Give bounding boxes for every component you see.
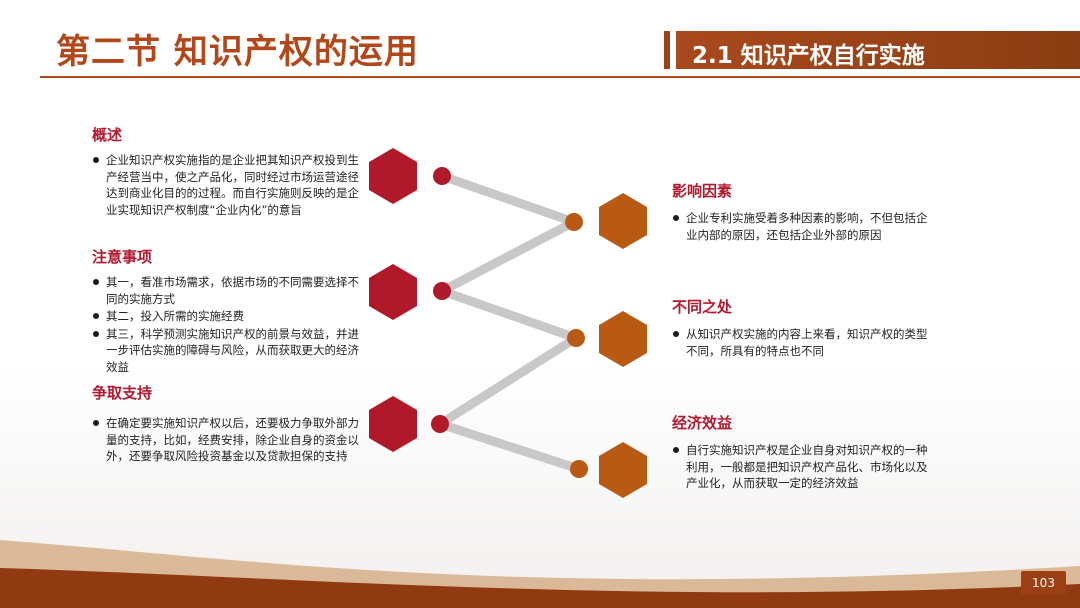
section-title: 2.1 知识产权自行实施 [692, 43, 925, 69]
overview-heading: 概述 [92, 126, 123, 144]
connector-line [437, 171, 579, 227]
benefits-block: 经济效益 自行实施知识产权是企业自身对知识产权的一种利用，一般都是把知识产权产品… [672, 412, 934, 493]
node-dot-right [565, 213, 583, 231]
overview-block: 概述 企业知识产权实施指的是企业把其知识产权投到生产经营当中，使之产品化，同时经… [92, 124, 362, 219]
differences-item: 从知识产权实施的内容上来看，知识产权的类型不同，所具有的特点也不同 [672, 326, 934, 359]
factors-heading: 影响因素 [672, 182, 733, 200]
hexagon-overview [369, 148, 417, 204]
differences-heading: 不同之处 [672, 298, 733, 316]
factors-block: 影响因素 企业专利实施受着多种因素的影响，不但包括企业内部的原因，还包括企业外部… [672, 180, 934, 244]
hexagon-benefits [599, 442, 647, 498]
benefits-heading: 经济效益 [672, 414, 733, 432]
node-dot-left [433, 282, 451, 300]
bottom-swoosh-dark [0, 568, 1080, 608]
factors-item: 企业专利实施受着多种因素的影响，不但包括企业内部的原因，还包括企业外部的原因 [672, 210, 934, 243]
support-block: 争取支持 在确定要实施知识产权以后，还要极力争取外部力量的支持，比如，经费安排，… [92, 382, 362, 466]
connector-line [435, 419, 584, 474]
precautions-item-1: 其一，看准市场需求，依据市场的不同需要选择不同的实施方式 [92, 274, 362, 307]
hexagon-differences [599, 311, 647, 367]
support-heading: 争取支持 [92, 384, 153, 402]
node-dot-left [433, 167, 451, 185]
benefits-item: 自行实施知识产权是企业自身对知识产权的一种利用，一般都是把知识产权产品化、市场化… [672, 442, 934, 492]
connector-line [437, 217, 579, 296]
hexagon-precautions [369, 264, 417, 320]
precautions-item-2: 其二，投入所需的实施经费 [92, 308, 362, 325]
precautions-item-3: 其三，科学预测实施知识产权的前景与效益，并进一步评估实施的障碍与风险，从而获取更… [92, 326, 362, 376]
node-dot-right [567, 329, 585, 347]
connector-line [435, 333, 581, 429]
precautions-heading: 注意事项 [92, 248, 153, 266]
precautions-block: 注意事项 其一，看准市场需求，依据市场的不同需要选择不同的实施方式 其二，投入所… [92, 246, 362, 376]
section-banner: 2.1 知识产权自行实施 [670, 31, 1080, 69]
overview-item: 企业知识产权实施指的是企业把其知识产权投到生产经营当中，使之产品化，同时经过市场… [92, 152, 362, 218]
hexagon-factors [599, 193, 647, 249]
title-divider [40, 76, 1080, 78]
connector-line [437, 286, 581, 343]
node-dot-left [431, 415, 449, 433]
slide-title: 第二节 知识产权的运用 [56, 32, 419, 72]
differences-block: 不同之处 从知识产权实施的内容上来看，知识产权的类型不同，所具有的特点也不同 [672, 296, 934, 360]
page-number: 103 [1021, 571, 1066, 595]
node-dot-right [570, 460, 588, 478]
hexagon-support [369, 396, 417, 452]
support-item: 在确定要实施知识产权以后，还要极力争取外部力量的支持，比如，经费安排，除企业自身… [92, 415, 362, 465]
